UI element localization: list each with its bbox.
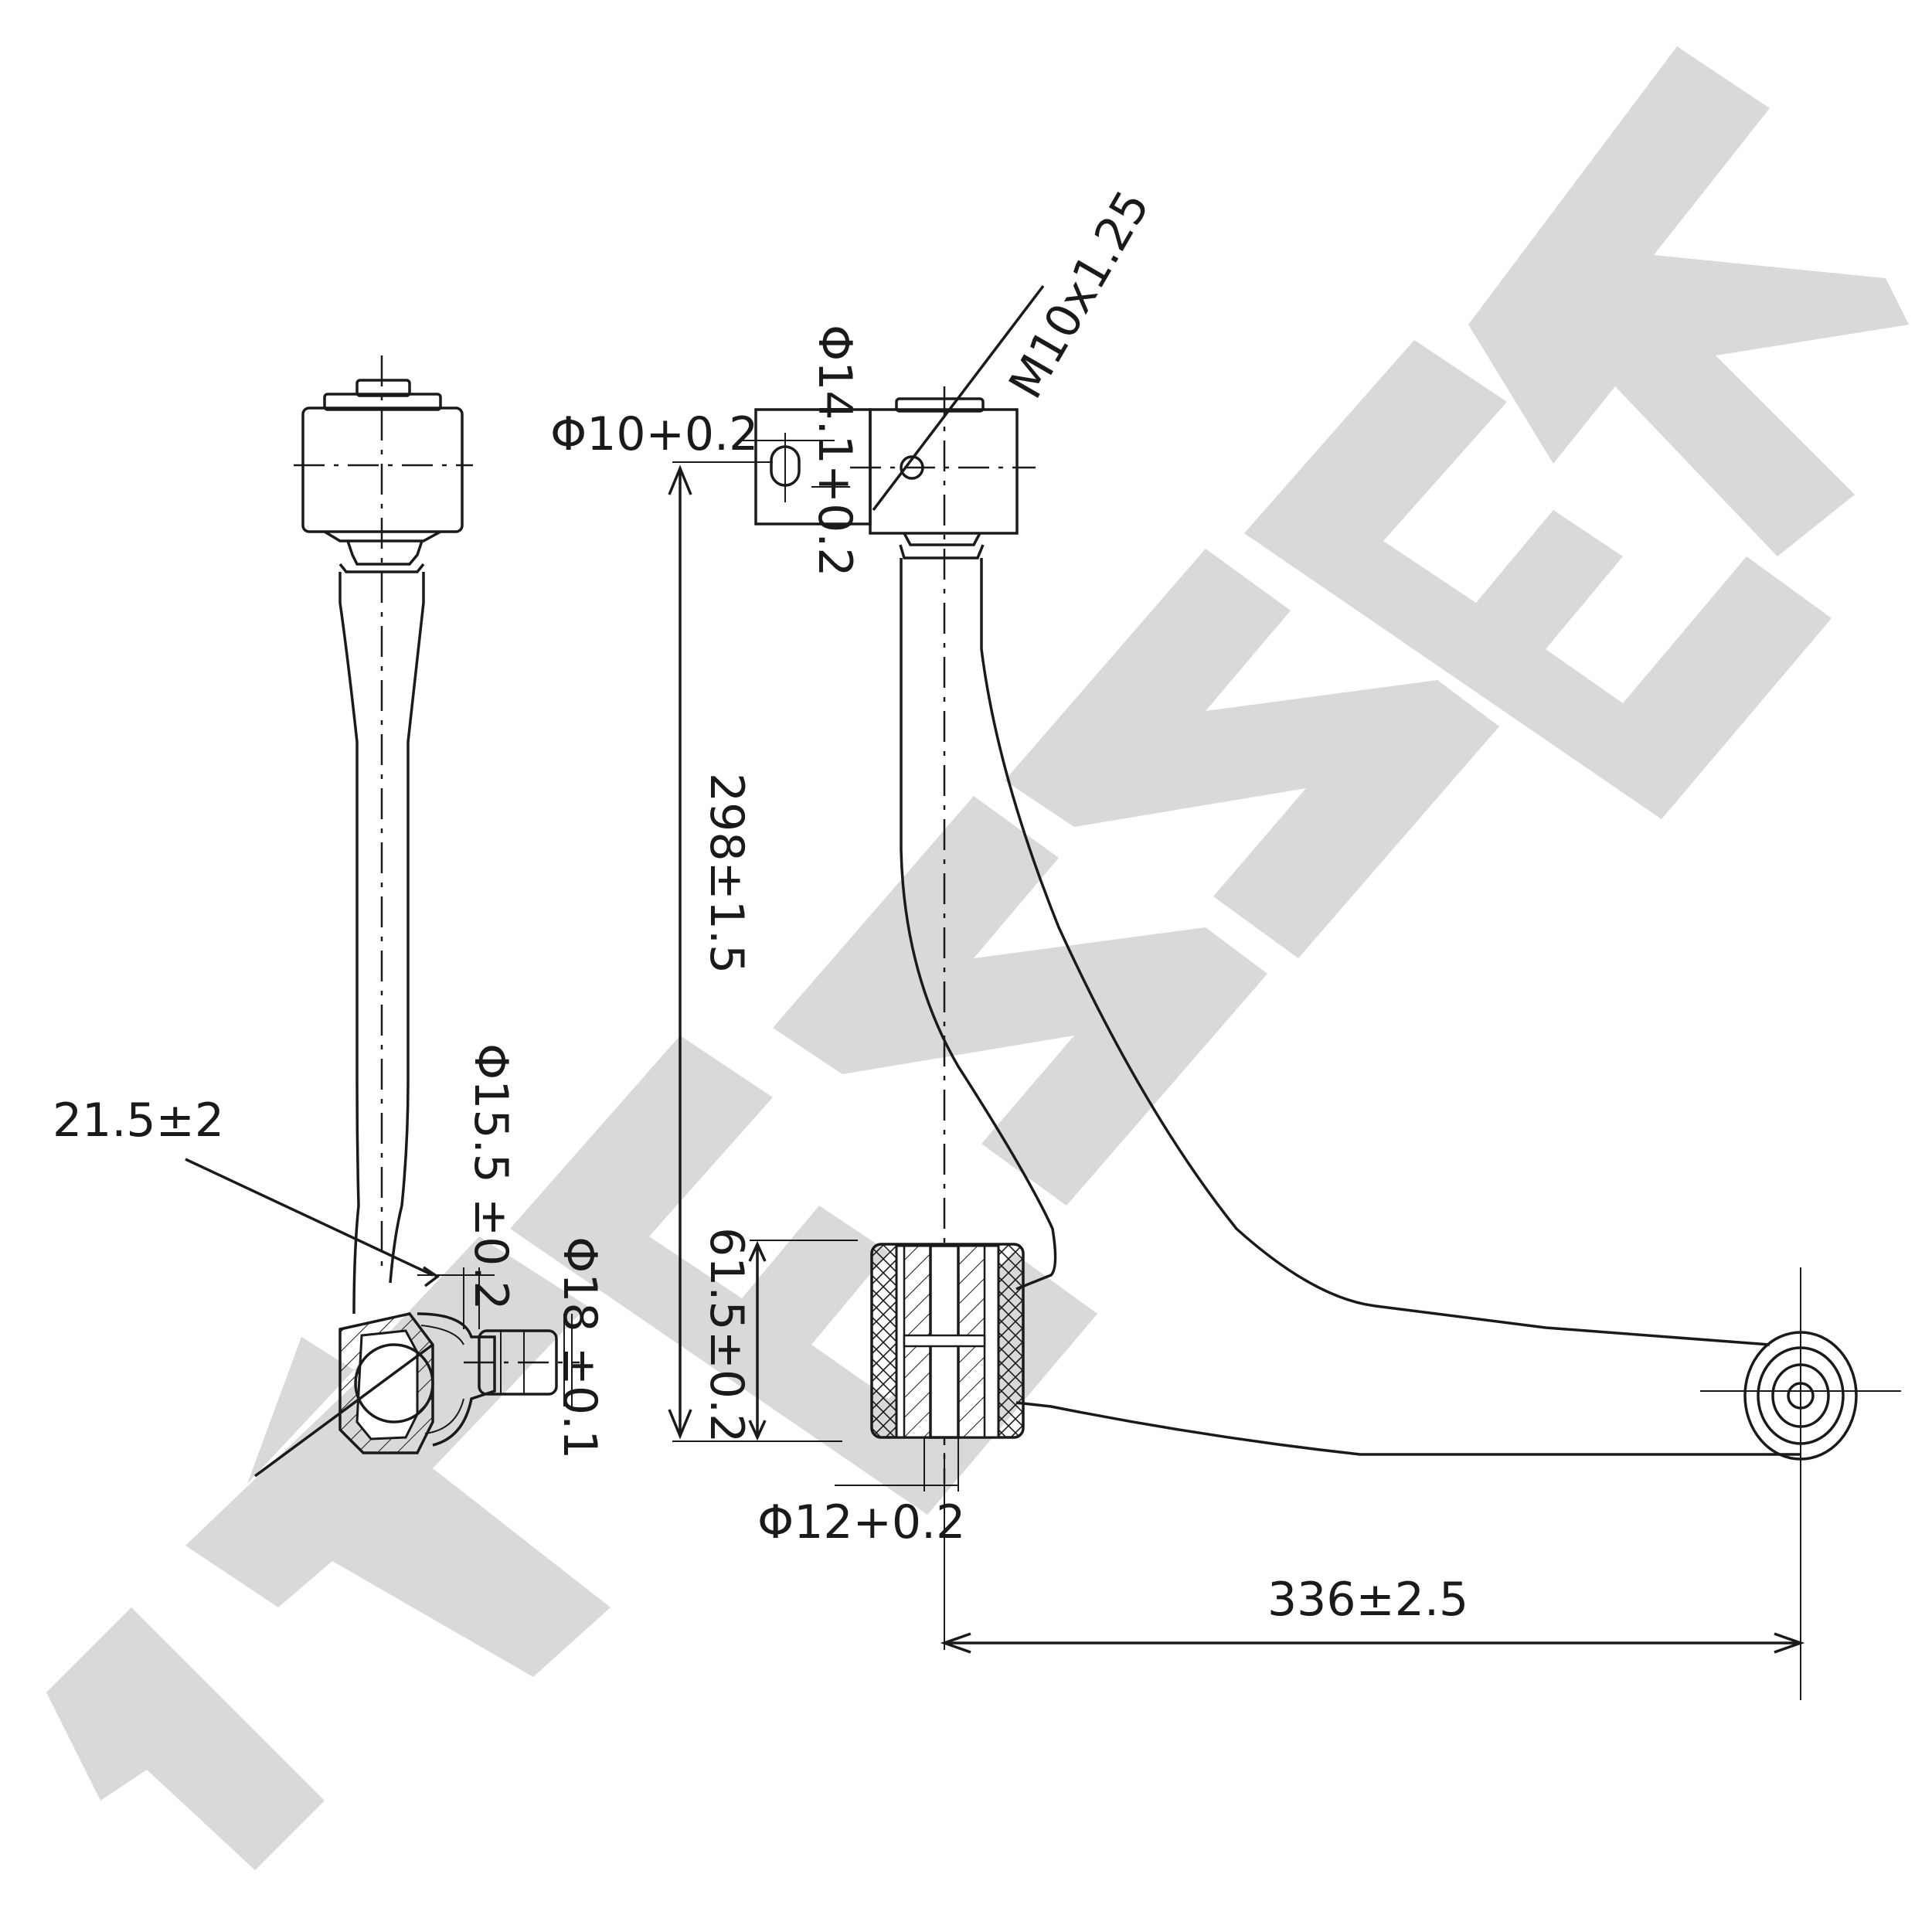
dim-thread: M10x1.25: [998, 182, 1160, 407]
dim-bushing-width: 61.5±0.2: [699, 1227, 753, 1443]
dim-hole-small: Φ10+0.2: [550, 407, 758, 461]
dim-bushing-bore: Φ12+0.2: [757, 1495, 965, 1549]
brand-watermark-logo: [46, 46, 1909, 1870]
dim-length-vertical: 298±1.5: [699, 773, 753, 974]
dim-hole-slot: Φ14.1+0.2: [808, 325, 862, 577]
bushing-section: [870, 1243, 1025, 1439]
dim-ball-stud-dia: Φ15.5 ±0.2: [464, 1043, 518, 1311]
ball-joint-section: [338, 1312, 580, 1454]
dim-length-horizontal: 336±2.5: [1267, 1573, 1468, 1627]
side-view-link: [185, 355, 580, 1478]
dim-stud-dia: Φ18 ±0.1: [553, 1236, 607, 1459]
dim-ball-offset: 21.5±2: [53, 1094, 224, 1148]
front-view-arm: [668, 284, 1901, 1700]
